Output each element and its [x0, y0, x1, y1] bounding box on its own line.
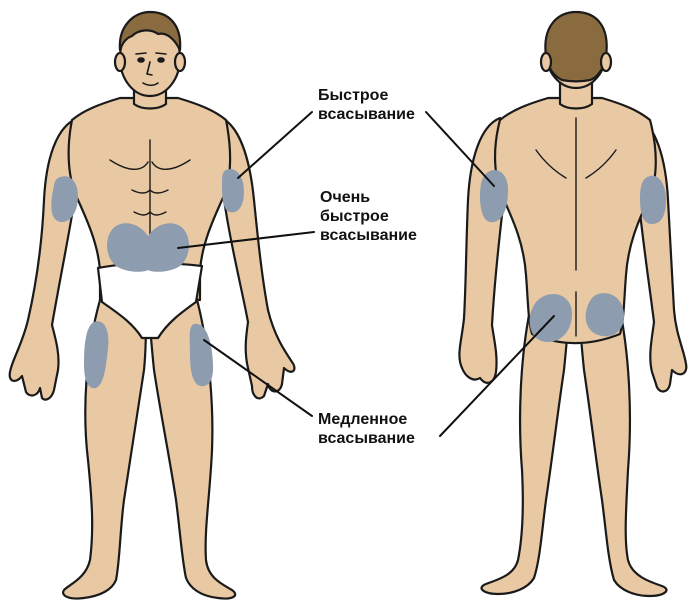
front-right-ear	[175, 53, 185, 71]
label-very-fast-line-3: всасывание	[320, 226, 417, 245]
label-slow-absorption: Медленное всасывание	[318, 410, 415, 448]
back-right-ear	[601, 53, 611, 71]
zone-back-right-upper-arm	[640, 176, 666, 224]
zone-front-right-thigh	[190, 324, 213, 386]
label-very-fast-absorption: Очень быстрое всасывание	[320, 188, 417, 245]
back-hair	[545, 12, 606, 82]
label-fast-line-2: всасывание	[318, 105, 415, 124]
label-very-fast-line-2: быстрое	[320, 207, 417, 226]
zone-back-right-buttock	[586, 293, 624, 336]
label-slow-line-2: всасывание	[318, 429, 415, 448]
label-very-fast-line-1: Очень	[320, 188, 417, 207]
front-left-ear	[115, 53, 125, 71]
back-body-figure	[459, 12, 686, 596]
zone-front-left-upper-arm	[51, 176, 78, 222]
leader-fast-to-front-arm	[238, 112, 312, 178]
label-fast-line-1: Быстрое	[318, 86, 415, 105]
label-fast-absorption: Быстрое всасывание	[318, 86, 415, 124]
front-body-figure	[10, 12, 295, 599]
zone-back-left-upper-arm	[480, 170, 508, 222]
label-slow-line-1: Медленное	[318, 410, 415, 429]
back-left-ear	[541, 53, 551, 71]
